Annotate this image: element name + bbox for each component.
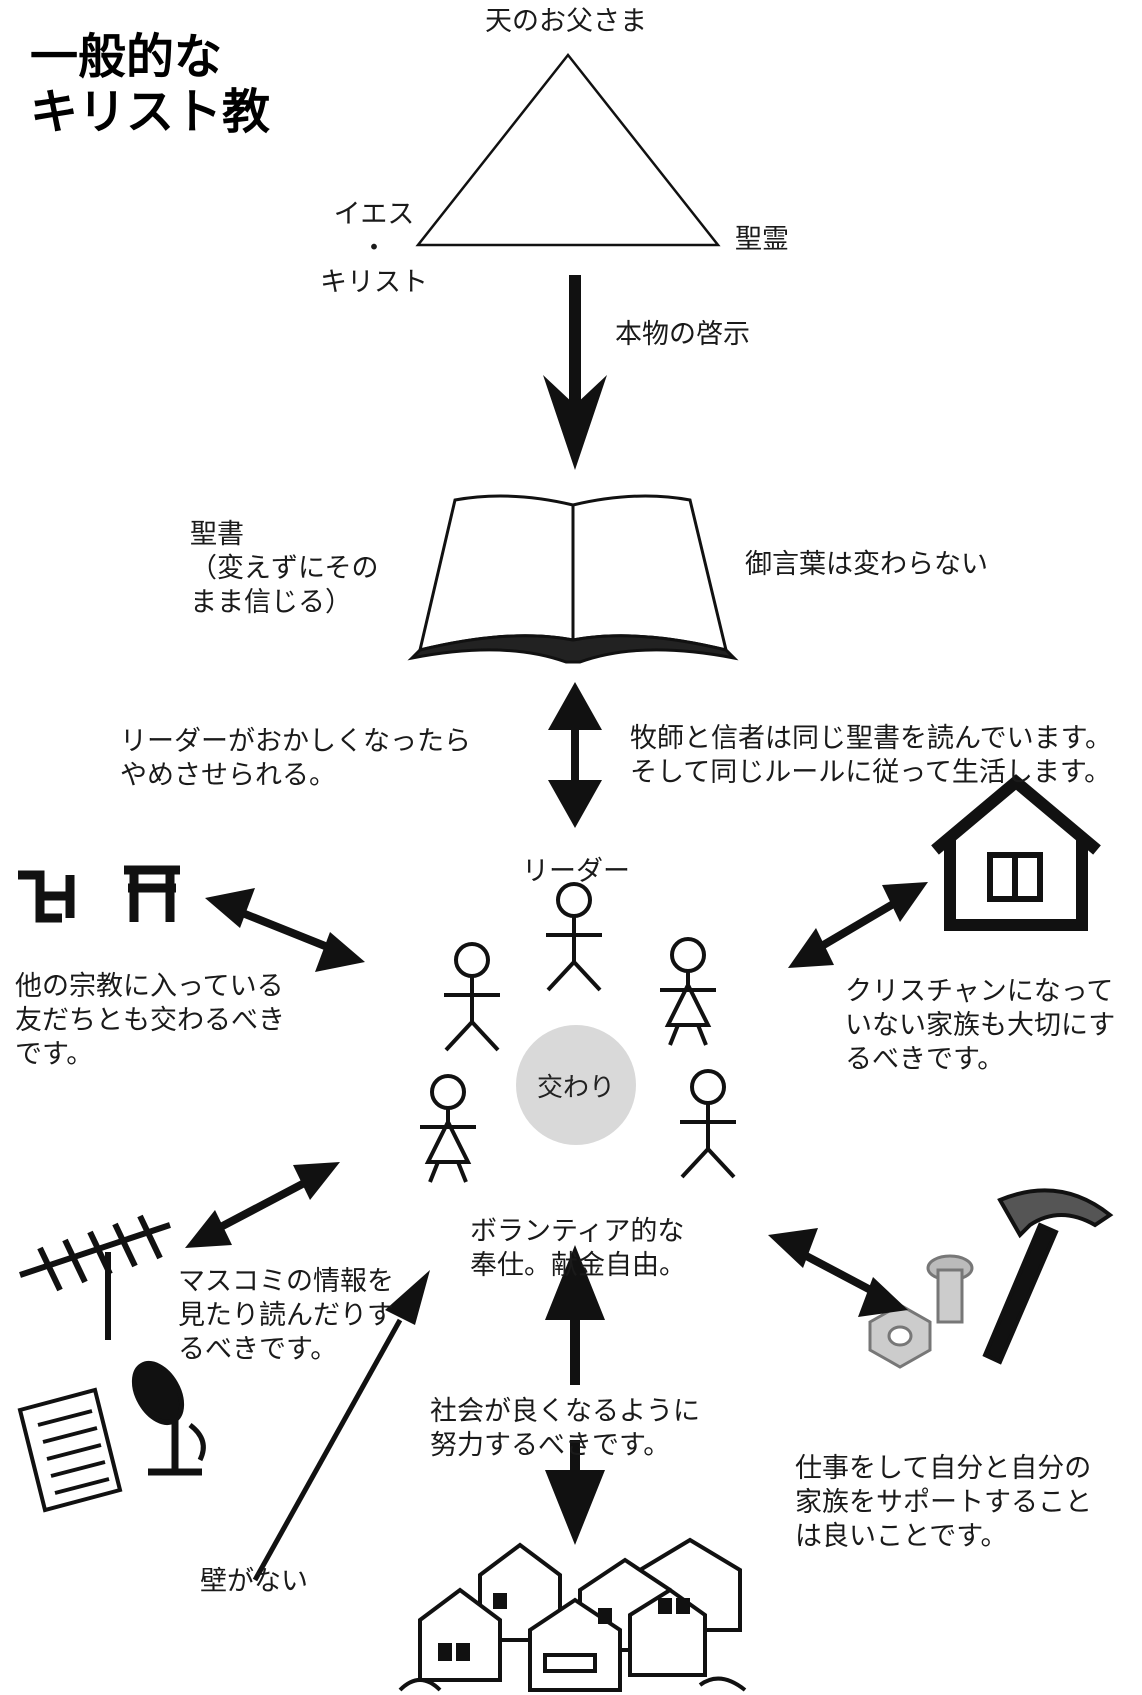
leader-figure (546, 882, 602, 992)
hammer-icon (982, 1188, 1114, 1365)
town-icon (398, 1537, 747, 1692)
bible-icon (407, 494, 739, 664)
member-figure (444, 942, 500, 1052)
family-text: クリスチャンになって いない家族も大切にす るべきです。 (845, 976, 1116, 1075)
revelation-label: 本物の啓示 (615, 319, 750, 350)
trinity-triangle (415, 52, 721, 247)
work-text: 仕事をして自分と自分の 家族をサポートすること は良いことです。 (795, 1453, 1092, 1552)
society-double-arrow (545, 1245, 605, 1545)
bible-leader-double-arrow (548, 682, 602, 828)
leader-label: リーダー (522, 856, 630, 887)
spirit-label: 聖霊 (735, 224, 789, 255)
fellowship-circle: 交わり (516, 1025, 636, 1145)
other-religions-text: 他の宗教に入っている 友だちとも交わるべき です。 (15, 971, 285, 1070)
page-title: 一般的な キリスト教 (30, 29, 271, 141)
microphone-icon (131, 1361, 206, 1476)
revelation-arrow (543, 275, 607, 470)
volunteer-text: ボランティア的な 奉仕。献金自由。 (470, 1216, 686, 1281)
media-text: マスコミの情報を 見たり読んだりす るべきです。 (178, 1266, 394, 1365)
newspaper-icon (17, 1387, 123, 1513)
member-figure (660, 937, 716, 1046)
no-wall-label: 壁がない (200, 1566, 308, 1597)
family-double-arrow (788, 882, 928, 968)
religions-double-arrow (205, 888, 365, 972)
work-double-arrow (768, 1228, 908, 1317)
antenna-icon (19, 1214, 171, 1340)
same-bible-text: 牧師と信者は同じ聖書を読んでいます。 そして同じルールに従って生活します。 (630, 723, 1112, 788)
manji-icon (18, 870, 75, 923)
son-label: イエス ・ キリスト (320, 199, 428, 298)
bible-note: 御言葉は変わらない (745, 549, 988, 580)
society-text: 社会が良くなるように 努力するべきです。 (430, 1396, 700, 1461)
nut-icon (868, 1303, 932, 1369)
member-figure (420, 1074, 476, 1183)
torii-icon (124, 865, 180, 922)
media-double-arrow (185, 1162, 340, 1248)
bolt-icon (926, 1254, 974, 1324)
stick-figures (420, 882, 736, 1183)
leader-removal-text: リーダーがおかしくなったら やめさせられる。 (120, 726, 471, 791)
house-icon (931, 774, 1101, 931)
no-wall-arrow (252, 1270, 430, 1582)
member-figure (680, 1069, 736, 1179)
father-label: 天のお父さま (485, 6, 647, 37)
bible-label: 聖書 （変えずにその まま信じる） (190, 519, 379, 618)
